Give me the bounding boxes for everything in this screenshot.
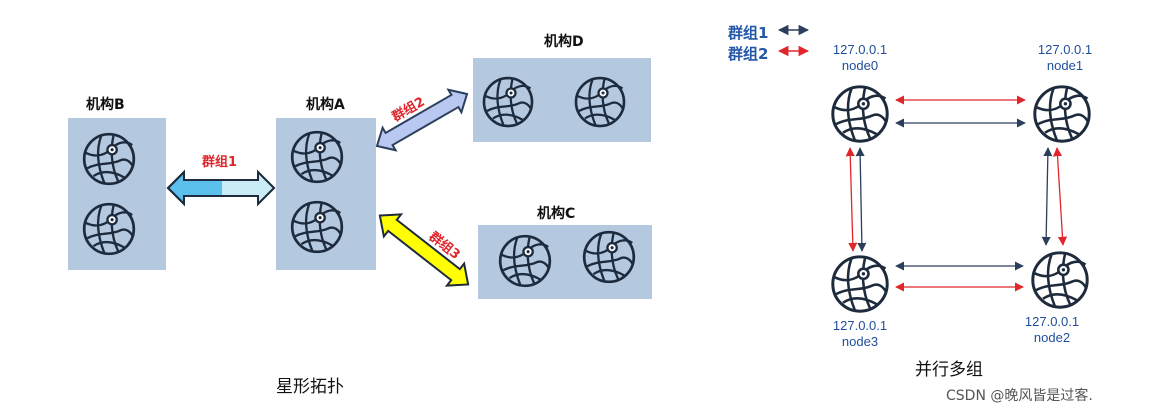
org-a-box <box>276 118 376 270</box>
node3-label: 127.0.0.1 node3 <box>815 318 905 350</box>
node3-globe-icon <box>831 255 889 313</box>
node1-globe-icon <box>1033 85 1091 143</box>
watermark: CSDN @晚风皆是过客. <box>946 388 1093 404</box>
link-node0-node3-group1 <box>855 147 867 252</box>
node2-name: node2 <box>1033 330 1071 345</box>
node2-label: 127.0.0.1 node2 <box>1007 314 1097 346</box>
node2-globe-icon <box>1031 251 1089 309</box>
group1-link-label: 群组1 <box>202 154 237 170</box>
node0-ip: 127.0.0.1 <box>832 42 888 57</box>
group3-arrow: 群组3 <box>378 213 470 287</box>
node3-name: node3 <box>841 334 879 349</box>
group2-arrow: 群组2 <box>375 88 469 152</box>
org-b-label: 机构B <box>86 97 125 113</box>
node1-label: 127.0.0.1 node1 <box>1020 42 1110 74</box>
link-node1-node2-group1 <box>1041 147 1053 246</box>
node2-ip: 127.0.0.1 <box>1024 314 1080 329</box>
org-d-box <box>473 58 651 142</box>
parallel-groups-caption: 并行多组 <box>915 360 983 380</box>
link-node0-node3-group2 <box>845 147 858 252</box>
node3-ip: 127.0.0.1 <box>832 318 888 333</box>
org-b-globe-2-icon <box>82 202 136 256</box>
org-a-globe-1-icon <box>290 130 344 184</box>
node1-ip: 127.0.0.1 <box>1037 42 1093 57</box>
org-a-label: 机构A <box>306 97 345 113</box>
star-topology-caption: 星形拓扑 <box>276 377 344 397</box>
org-d-globe-2-icon <box>574 76 626 128</box>
legend-group2-label: 群组2 <box>728 45 769 63</box>
org-d-label: 机构D <box>544 34 584 50</box>
org-a-globe-2-icon <box>290 200 344 254</box>
node0-name: node0 <box>841 58 879 73</box>
node1-name: node1 <box>1046 58 1084 73</box>
org-c-globe-1-icon <box>498 234 552 288</box>
org-c-globe-2-icon <box>582 230 636 284</box>
legend-group1-label: 群组1 <box>728 24 769 42</box>
node0-label: 127.0.0.1 node0 <box>815 42 905 74</box>
group1-arrow <box>166 169 276 207</box>
node0-globe-icon <box>831 85 889 143</box>
org-b-globe-1-icon <box>82 132 136 186</box>
org-c-label: 机构C <box>537 206 576 222</box>
link-node1-node2-group2 <box>1052 147 1068 246</box>
org-d-globe-1-icon <box>482 76 534 128</box>
